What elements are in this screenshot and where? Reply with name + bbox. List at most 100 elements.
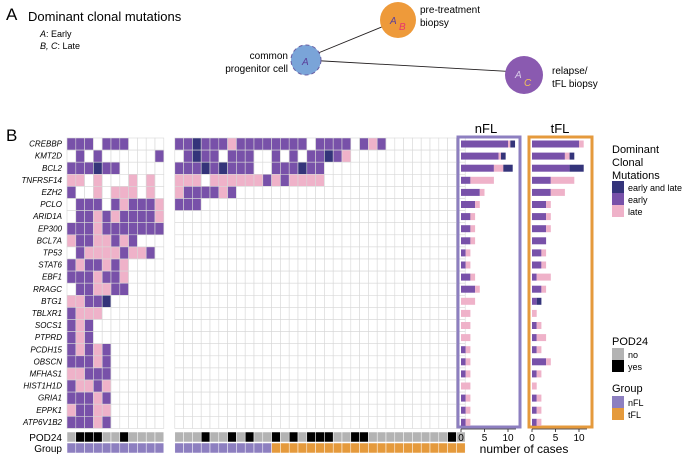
heatmap-cell	[262, 403, 272, 417]
heatmap-cell	[394, 415, 404, 429]
heatmap-cell	[332, 403, 343, 417]
heatmap-cell	[350, 319, 360, 332]
mutation-legend-title-2: Clonal	[612, 157, 643, 169]
heatmap-cell	[218, 379, 228, 393]
legend-swatch-early	[612, 193, 624, 205]
bar-early	[461, 164, 494, 172]
heatmap-cell	[218, 331, 228, 345]
heatmap-cell	[385, 222, 396, 236]
heatmap-cell	[192, 149, 202, 163]
axis-tick-label: 5	[553, 433, 559, 444]
heatmap-cell	[110, 149, 121, 163]
heatmap-cell	[332, 198, 343, 211]
heatmap-cell	[368, 415, 378, 429]
heatmap-cell	[271, 355, 281, 369]
heatmap-cell	[183, 379, 193, 393]
heatmap-cell	[218, 222, 228, 236]
heatmap-cell	[297, 161, 308, 175]
heatmap-cell	[350, 379, 360, 393]
heatmap-cell	[128, 210, 138, 224]
heatmap-cell	[84, 391, 94, 405]
heatmap-cell	[110, 258, 121, 272]
heatmap-cell	[403, 403, 413, 417]
bar-early	[532, 261, 542, 269]
heatmap-cell	[280, 367, 290, 381]
heatmap-cell	[376, 270, 387, 284]
pod24-cell	[341, 431, 352, 443]
heatmap-cell	[297, 379, 308, 393]
heatmap-cell	[183, 137, 193, 151]
heatmap-cell	[119, 186, 129, 199]
heatmap-cell	[271, 186, 281, 199]
heatmap-cell	[101, 307, 112, 320]
heatmap-cell	[438, 379, 448, 393]
x-axis-label: number of cases	[480, 442, 569, 456]
heatmap-cell	[280, 258, 290, 272]
heatmap-cell	[93, 198, 103, 211]
relapse-letter-c: C	[524, 78, 532, 89]
bar-late	[475, 201, 480, 208]
group-cell	[403, 442, 413, 454]
heatmap-cell	[385, 331, 396, 345]
heatmap-cell	[271, 137, 281, 151]
heatmap-cell	[128, 258, 138, 272]
heatmap-cell	[154, 161, 165, 175]
heatmap-cell	[376, 331, 387, 345]
bar-early	[532, 213, 547, 221]
heatmap-cell	[137, 210, 147, 224]
heatmap-cell	[412, 174, 422, 187]
heatmap-cell	[359, 270, 369, 284]
heatmap-cell	[306, 379, 316, 393]
heatmap-cell	[66, 391, 77, 405]
heatmap-cell	[403, 331, 413, 345]
heatmap-cell	[403, 186, 413, 199]
heatmap-cell	[306, 343, 316, 357]
heatmap-cell	[420, 379, 431, 393]
heatmap-cell	[66, 258, 77, 272]
heatmap-cell	[394, 198, 404, 211]
heatmap-cell	[119, 174, 129, 187]
bar-late	[532, 382, 537, 390]
pod24-cell	[315, 431, 325, 443]
heatmap-cell	[280, 198, 290, 211]
heatmap-cell	[93, 367, 103, 381]
heatmap-cell	[315, 149, 325, 163]
tfl-bar-frame	[527, 135, 594, 429]
heatmap-cell	[128, 137, 138, 151]
heatmap-cell	[84, 149, 94, 163]
heatmap-cell	[429, 403, 440, 417]
heatmap-cell	[145, 222, 156, 236]
heatmap-cell	[66, 331, 77, 345]
pre-treatment-circle	[380, 2, 416, 38]
heatmap-cell	[368, 174, 378, 187]
bar-late	[536, 406, 542, 414]
pod24-cell	[280, 431, 290, 443]
heatmap-cell	[244, 270, 255, 284]
heatmap-cell	[288, 186, 299, 199]
heatmap-cell	[218, 137, 228, 151]
pod24-cell	[412, 431, 422, 443]
group-cell	[315, 442, 325, 454]
heatmap-cell	[110, 174, 121, 187]
heatmap-cell	[403, 149, 413, 163]
heatmap-cell	[253, 282, 264, 296]
heatmap-cell	[385, 161, 396, 175]
heatmap-cell	[119, 161, 129, 175]
heatmap-cell	[137, 331, 147, 345]
heatmap-cell	[288, 343, 299, 357]
heatmap-cell	[192, 210, 202, 224]
heatmap-cell	[420, 161, 431, 175]
heatmap-cell	[145, 355, 156, 369]
panel-b: B CREBBPKMT2DBCL2TNFRSF14EZH2PCLOARID1AE…	[6, 121, 682, 456]
heatmap-cell	[297, 186, 308, 199]
heatmap-cell	[359, 234, 369, 248]
heatmap-cell	[341, 198, 352, 211]
gene-label: TNFRSF14	[22, 176, 63, 185]
pod24-cell	[119, 431, 129, 443]
heatmap-cell	[324, 282, 334, 296]
heatmap-cell	[394, 343, 404, 357]
heatmap-cell	[403, 282, 413, 296]
heatmap-cell	[394, 282, 404, 296]
heatmap-cell	[119, 331, 129, 345]
heatmap-cell	[332, 210, 343, 224]
